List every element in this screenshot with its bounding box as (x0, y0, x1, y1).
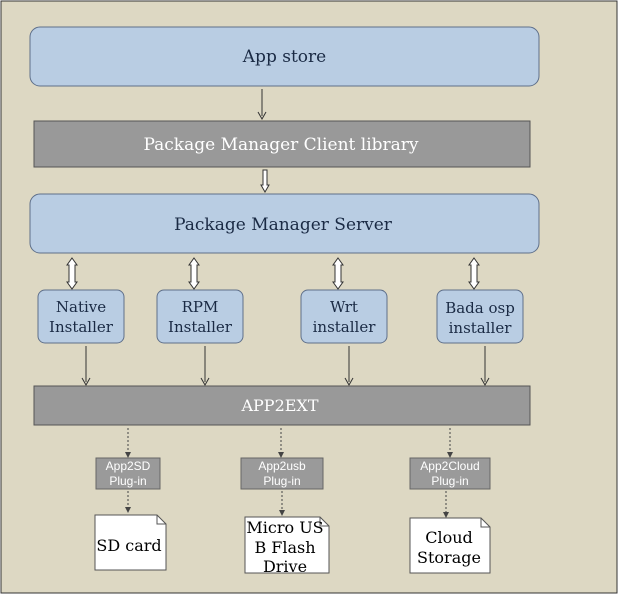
app2ext-bar (33, 385, 531, 426)
server-label: Package Manager Server (174, 215, 393, 235)
installer-rpm-line2: Installer (168, 318, 233, 336)
storage-sd-card-fold (156, 515, 166, 525)
storage-sd-card-line1: SD card (96, 536, 161, 555)
installer-bada-line1: Bada osp (445, 299, 515, 317)
client-library-bar (33, 120, 531, 168)
plugin-app2sd-line2: Plug-in (109, 474, 146, 488)
storage-usb-drive-fold (319, 517, 329, 527)
plugin-app2usb-line1: App2usb (258, 459, 306, 473)
storage-usb-drive-doc (244, 516, 330, 574)
app2ext-to-plugin-arrows (125, 428, 453, 458)
storage-sd-card-doc (94, 514, 167, 571)
storage-usb-drive: Micro US B Flash Drive (244, 516, 330, 576)
installer-bada: Bada osp installer (436, 289, 524, 344)
plugin-app2cloud-line2: Plug-in (431, 474, 468, 488)
installer-wrt-line2: installer (313, 318, 377, 336)
plugin-app2cloud-box (409, 457, 491, 490)
storage-usb-line2: B Flash (254, 538, 315, 557)
storage-usb-line1: Micro US (246, 518, 323, 537)
arrow-server-rpm (188, 257, 200, 290)
installer-rpm-line1: RPM (182, 298, 219, 316)
arrow-client-to-server (260, 169, 270, 194)
plugin-app2cloud-line1: App2Cloud (420, 459, 479, 473)
installer-to-app2ext-arrows (81, 346, 490, 387)
plugin-app2usb-line2: Plug-in (263, 474, 300, 488)
plugin-app2sd-line1: App2SD (106, 459, 151, 473)
arrow-server-wrt (332, 257, 344, 290)
installer-wrt: Wrt installer (300, 289, 388, 344)
arrow-server-bada (468, 257, 480, 290)
storage-sd-card: SD card (94, 514, 167, 571)
storage-cloud-fold (480, 518, 490, 528)
installer-wrt-box (300, 289, 388, 344)
installer-native-box (37, 289, 125, 344)
bidirectional-arrows (66, 257, 480, 290)
app-store-box (29, 26, 540, 87)
storage-usb-line3: Drive (263, 557, 307, 576)
arrow-server-native (66, 257, 78, 290)
installer-native-line2: Installer (49, 318, 114, 336)
plugin-app2cloud: App2Cloud Plug-in (409, 457, 491, 490)
storage-cloud-line2: Storage (417, 548, 481, 567)
app2ext-label: APP2EXT (240, 396, 318, 415)
installer-bada-line2: installer (449, 319, 513, 337)
installer-bada-box (436, 289, 524, 344)
installer-rpm: RPM Installer (156, 289, 244, 344)
installer-native: Native Installer (37, 289, 125, 344)
plugin-app2sd: App2SD Plug-in (95, 457, 161, 490)
plugin-app2usb: App2usb Plug-in (240, 457, 324, 490)
server-box (29, 193, 540, 254)
installer-rpm-box (156, 289, 244, 344)
client-library-label: Package Manager Client library (143, 135, 418, 155)
storage-cloud: Cloud Storage (409, 517, 491, 574)
plugin-app2usb-box (240, 457, 324, 490)
storage-cloud-doc (409, 517, 491, 574)
plugin-app2sd-box (95, 457, 161, 490)
installer-wrt-line1: Wrt (330, 298, 358, 316)
app-store-label: App store (242, 47, 326, 67)
arrowhead-store-to-client (257, 111, 267, 121)
plugin-to-storage-arrows (125, 491, 449, 518)
storage-cloud-line1: Cloud (425, 528, 473, 547)
installer-native-line1: Native (56, 298, 106, 316)
